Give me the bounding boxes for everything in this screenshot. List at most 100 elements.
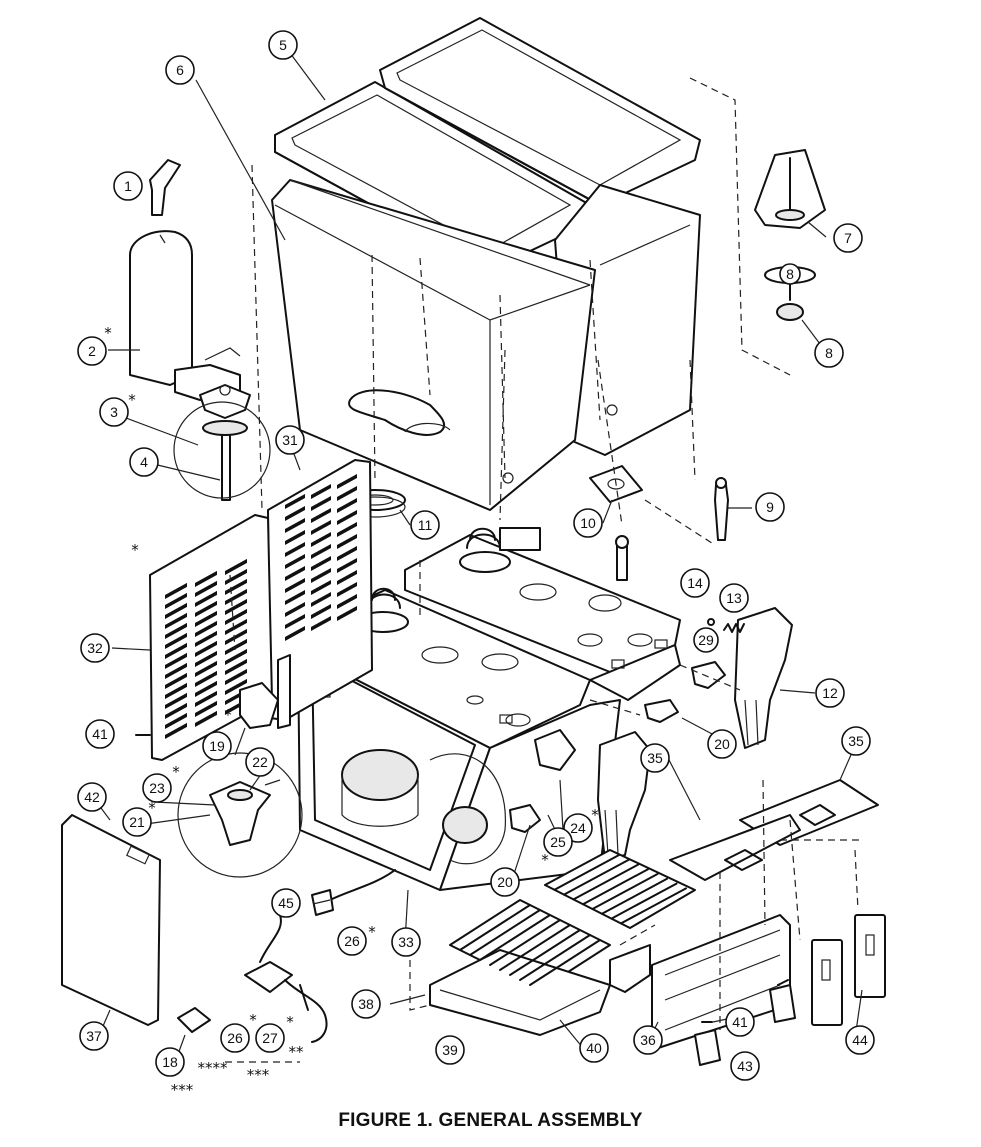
louver-slot [311,484,331,499]
callout-8: 8 [779,263,801,285]
callout-26b: 26 [220,1023,250,1053]
callout-label: 37 [86,1028,102,1044]
louver-slot [165,612,187,629]
lid-rear [379,17,701,206]
grid-bar [582,868,649,906]
louver-slot [225,588,247,605]
louver-slot [311,520,331,535]
callout-label: 33 [398,934,414,950]
louver-slot [225,658,247,675]
louver-slot [225,618,247,635]
louver-slot [165,602,187,619]
callout-21: 21 [122,807,152,837]
louver-slot [165,622,187,639]
grid-bar [519,934,591,981]
callout-33: 33 [391,927,421,957]
louver-slot [285,530,305,545]
grid-bar [572,863,640,901]
callout-41a: 41 [85,719,115,749]
grid-bar [610,882,678,920]
mark: *** [247,1066,270,1084]
louver-slot [195,570,217,587]
grid-bar [459,904,531,951]
asterisk-marks: * * * * * * * * * * * ** ** ** *** *** [104,324,599,1099]
callout-label: 9 [766,499,774,515]
louver-slot [285,554,305,569]
louver-slot [195,650,217,667]
callout-label: 35 [647,750,663,766]
callout-label: 14 [687,575,703,591]
louver-slot [165,642,187,659]
callouts: 1 2 3 4 5 6 7 8 8 9 10 11 12 13 14 18 19… [77,30,875,1081]
screw-41 [135,734,789,1023]
louver-slot [195,710,217,727]
louver-slot [225,608,247,625]
tube-9 [714,477,729,541]
callout-3: 3 [99,397,129,427]
louver-slot [195,670,217,687]
callout-label: 26 [344,933,360,949]
callout-44: 44 [845,1025,875,1055]
louver-slot [225,628,247,645]
louver-slot [311,544,331,559]
louver-slot [225,648,247,665]
callout-label: 27 [262,1030,278,1046]
louver-slot [285,626,305,641]
louver-slot [165,712,187,729]
grid-bar [509,929,581,976]
mark: * [224,706,232,724]
callout-label: 32 [87,640,103,656]
callout-9: 9 [755,492,785,522]
pressure-switch-group [177,752,303,878]
louver-slot [311,616,331,631]
callout-36: 36 [633,1025,663,1055]
callout-41b: 41 [725,1007,755,1037]
louver-slot [311,592,331,607]
louver-slot [337,486,357,501]
mark: * [591,806,599,824]
mark: ** [213,1059,229,1077]
louver-slot [337,474,357,489]
louver-slot [285,590,305,605]
drip-tray-39 [429,949,611,1036]
louver-slot [195,690,217,707]
louver-slot [165,652,187,669]
louver-slot [165,672,187,689]
callout-37: 37 [79,1021,109,1051]
callout-label: 39 [442,1042,458,1058]
louver-slot [285,542,305,557]
grid-bar [553,853,621,891]
callout-26a: 26 [337,926,367,956]
callout-45: 45 [271,888,301,918]
louver-slot [311,496,331,511]
auger-assembly [173,347,271,501]
callout-label: 18 [162,1054,178,1070]
mark: * [249,1011,257,1029]
callout-label: 20 [714,736,730,752]
evaporator-cover-2 [129,230,241,401]
hopper-rear [554,184,701,456]
base-frame-36 [651,914,791,1051]
callout-label: 44 [852,1032,868,1048]
grid-bar [620,887,687,925]
callout-label: 20 [497,874,513,890]
figure-caption: FIGURE 1. GENERAL ASSEMBLY [338,1110,643,1131]
faucet-assemblies [509,661,726,833]
mark: * [128,391,136,409]
callout-20a: 20 [707,729,737,759]
callout-label: 4 [140,454,148,470]
callout-35a: 35 [841,726,871,756]
louver-slot [337,558,357,573]
louver-slot [225,598,247,615]
callout-1: 1 [113,171,143,201]
callout-label: 42 [84,789,100,805]
louver-slot [311,508,331,523]
louver-slot [337,582,357,597]
faucet-12 [734,607,793,749]
callout-32: 32 [80,633,110,663]
power-cord-45 [311,869,396,916]
louver-slot [165,582,187,599]
callout-label: 5 [279,37,287,53]
pipe-fitting [615,535,629,581]
callout-23: 23 [142,773,172,803]
